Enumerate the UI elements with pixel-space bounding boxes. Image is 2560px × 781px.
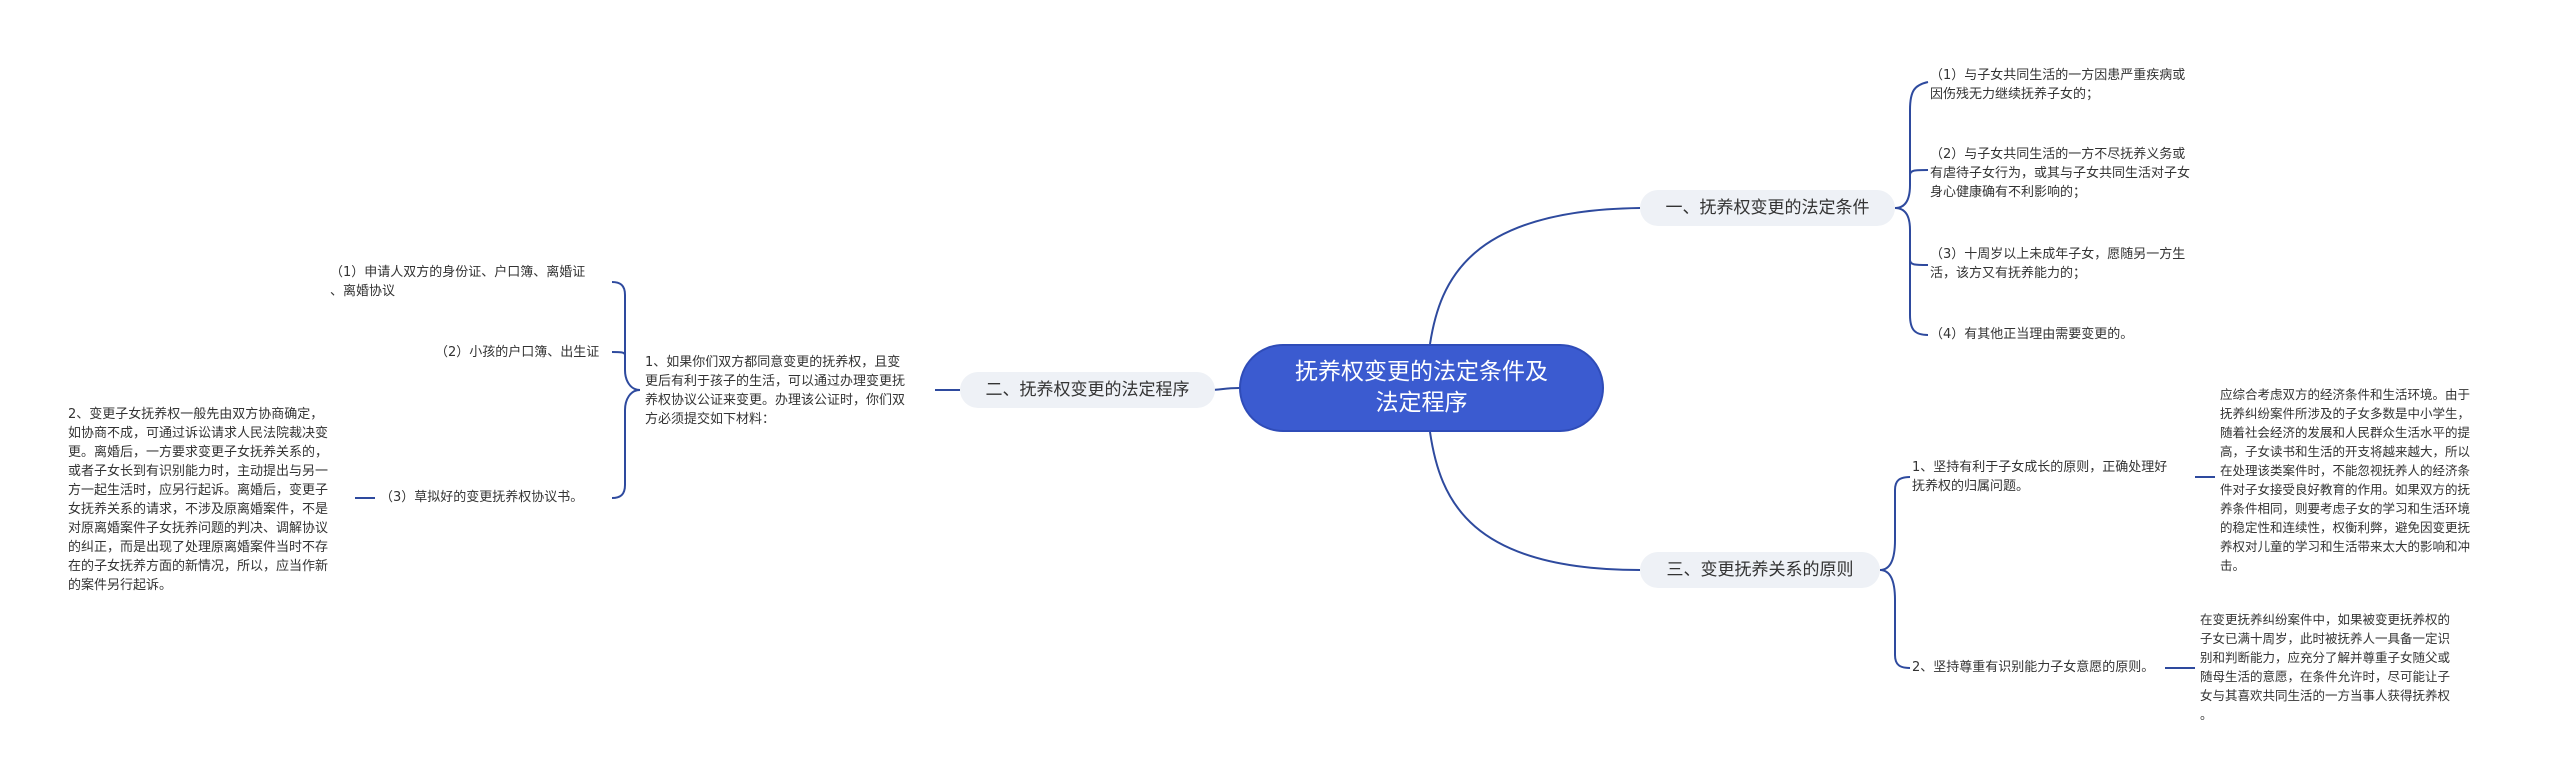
b3-item-2-detail: 在变更抚养纠纷案件中，如果被变更抚养权的 子女已满十周岁，此时被抚养人一具备一定… <box>2200 612 2451 722</box>
b2-item-3: （3）草拟好的变更抚养权协议书。 <box>380 490 584 505</box>
b1-item-1: （1）与子女共同生活的一方因患严重疾病或 因伤残无力继续抚养子女的； <box>1930 68 2186 102</box>
link-root-b3 <box>1429 431 1641 571</box>
b3-item-2: 2、坚持尊重有识别能力子女意愿的原则。 <box>1912 660 2155 675</box>
link-root-b1 <box>1429 207 1641 345</box>
b1-item-3: （3）十周岁以上未成年子女，愿随另一方生 活，该方又有抚养能力的； <box>1930 247 2186 281</box>
bracket-b2 <box>611 281 641 499</box>
b2-note-litigation: 2、变更子女抚养权一般先由双方协商确定， 如协商不成，可通过诉讼请求人民法院裁决… <box>68 407 329 593</box>
branch-change-principles[interactable]: 三、变更抚养关系的原则 <box>1640 552 1880 588</box>
b3-item-1-detail: 应综合考虑双方的经济条件和生活环境。由于 抚养纠纷案件所涉及的子女多数是中小学生… <box>2220 387 2471 573</box>
b1-item-4: （4）有其他正当理由需要变更的。 <box>1930 327 2134 342</box>
bracket-b1 <box>1894 81 1929 336</box>
root-topic[interactable]: 抚养权变更的法定条件及 法定程序 <box>1239 344 1604 432</box>
b1-item-2: （2）与子女共同生活的一方不尽抚养义务或 有虐待子女行为，或其与子女共同生活对子… <box>1930 147 2191 200</box>
root-title: 抚养权变更的法定条件及 法定程序 <box>1295 359 1548 416</box>
b2-item-2: （2）小孩的户口簿、出生证 <box>435 345 600 360</box>
b2-item-1: （1）申请人双方的身份证、户口簿、离婚证 、离婚协议 <box>330 265 586 299</box>
branch-legal-conditions[interactable]: 一、抚养权变更的法定条件 <box>1640 190 1895 226</box>
b2-child-agreement: 1、如果你们双方都同意变更的抚养权，且变 更后有利于孩子的生活，可以通过办理变更… <box>645 355 906 427</box>
bracket-b3 <box>1879 476 1911 669</box>
branch-legal-procedure[interactable]: 二、抚养权变更的法定程序 <box>960 372 1215 408</box>
b3-item-1: 1、坚持有利于子女成长的原则，正确处理好 抚养权的归属问题。 <box>1912 460 2168 494</box>
